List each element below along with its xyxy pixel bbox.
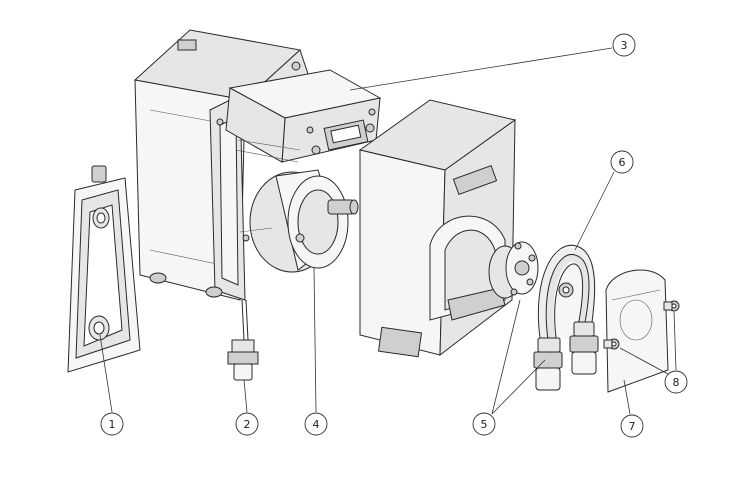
callout-5: 5 <box>472 412 496 436</box>
pump-tube-part <box>533 244 599 391</box>
rotor-part <box>488 241 539 299</box>
leader-lines <box>99 47 677 415</box>
motor-part <box>239 169 359 273</box>
control-board-part <box>225 69 382 163</box>
callout-label: 7 <box>629 420 636 433</box>
callout-label: 1 <box>109 418 116 431</box>
pump-head-housing-part <box>358 99 517 358</box>
callout-label: 3 <box>621 39 628 52</box>
callout-1: 1 <box>100 412 124 436</box>
callout-3: 3 <box>612 33 636 57</box>
callout-7: 7 <box>620 414 644 438</box>
callout-label: 5 <box>481 418 488 431</box>
callout-6: 6 <box>610 150 634 174</box>
callout-label: 4 <box>313 418 320 431</box>
cable-gland-part <box>227 299 259 381</box>
callout-2: 2 <box>235 412 259 436</box>
callout-8: 8 <box>664 370 688 394</box>
callout-label: 6 <box>619 156 626 169</box>
screws-part <box>603 300 680 350</box>
callout-label: 2 <box>244 418 251 431</box>
callout-4: 4 <box>304 412 328 436</box>
cover-plate-part <box>605 269 669 393</box>
mounting-bracket-part <box>67 165 141 373</box>
callout-label: 8 <box>673 376 680 389</box>
